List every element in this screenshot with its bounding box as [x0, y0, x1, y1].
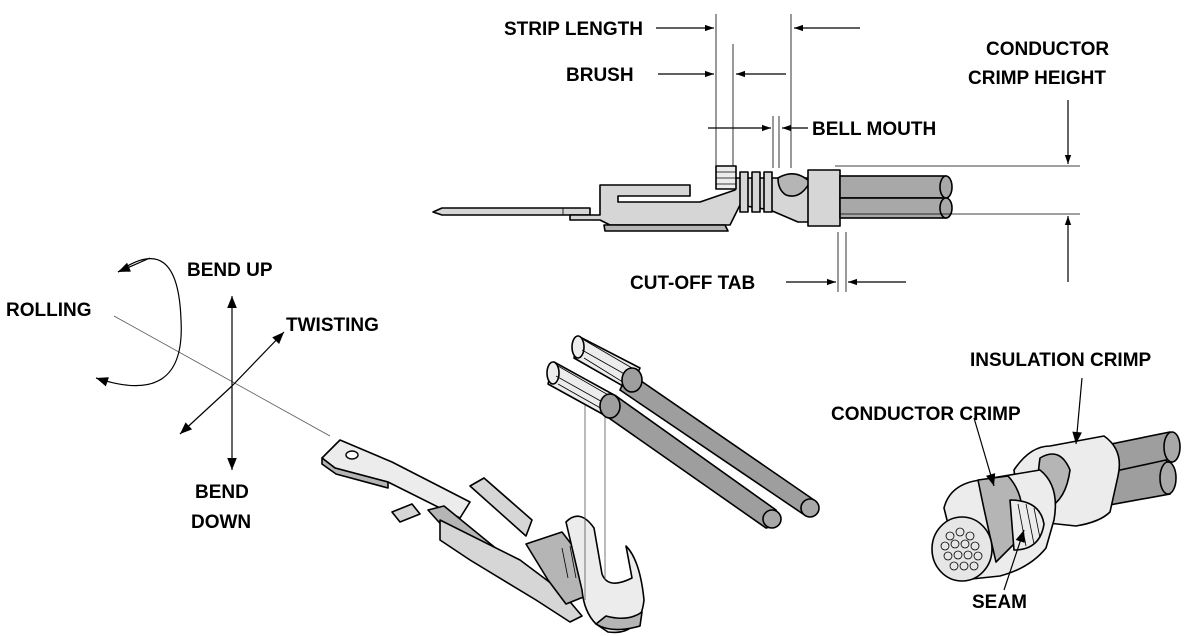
label-bend-up: BEND UP — [187, 260, 273, 281]
label-bend-down-1: BEND — [195, 482, 249, 503]
force-directions — [95, 257, 331, 470]
twisting-arrow-up — [231, 331, 285, 387]
label-cut-off-tab: CUT-OFF TAB — [630, 273, 755, 294]
iso-terminal — [321, 392, 645, 634]
label-twisting: TWISTING — [286, 315, 379, 336]
conductor-crimp-arrow — [973, 417, 996, 487]
label-crimp-height-1: CONDUCTOR — [986, 39, 1109, 60]
dimension-arrows — [656, 24, 1072, 286]
label-bend-down-2: DOWN — [191, 512, 251, 533]
twisting-arrow-down — [179, 385, 233, 435]
label-insulation-crimp: INSULATION CRIMP — [970, 350, 1152, 371]
insulation-crimp-arrow — [1072, 377, 1083, 445]
label-strip-length: STRIP LENGTH — [504, 19, 643, 40]
rolling-arrow — [95, 258, 182, 387]
crimp-detail — [931, 431, 1181, 582]
side-view-terminal — [432, 165, 953, 232]
iso-wires — [546, 335, 820, 529]
label-crimp-height-2: CRIMP HEIGHT — [968, 68, 1106, 89]
seam-arrow — [1003, 529, 1025, 591]
label-seam: SEAM — [972, 592, 1027, 613]
label-bell-mouth: BELL MOUTH — [812, 119, 936, 140]
label-conductor-crimp: CONDUCTOR CRIMP — [831, 404, 1021, 425]
label-brush: BRUSH — [566, 65, 634, 86]
label-rolling: ROLLING — [6, 300, 92, 321]
dimension-lines — [715, 14, 1080, 292]
